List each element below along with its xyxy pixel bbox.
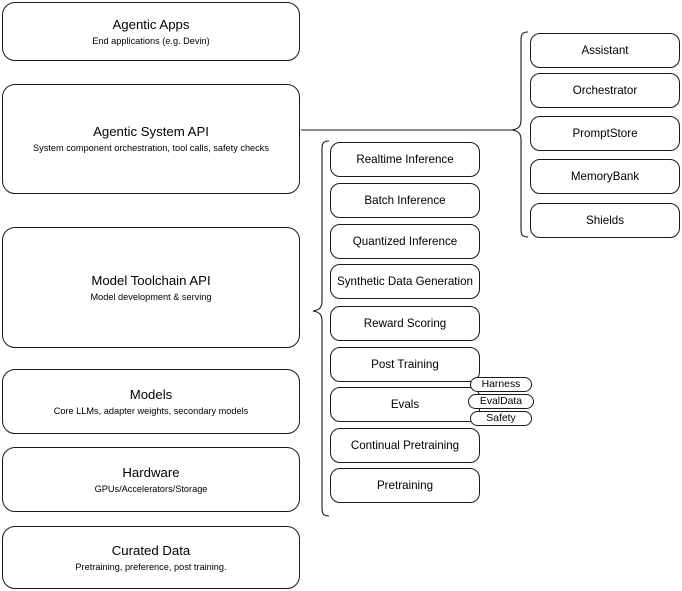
eval-pill-label: Safety [486, 412, 516, 424]
layer-title: Agentic Apps [112, 16, 190, 32]
toolchain-item-label: Continual Pretraining [350, 438, 460, 452]
layer-box-hardware[interactable]: Hardware GPUs/Accelerators/Storage [2, 447, 300, 512]
system-item-memorybank[interactable]: MemoryBank [530, 159, 680, 194]
toolchain-item-quantized-inference[interactable]: Quantized Inference [330, 224, 480, 259]
layer-subtitle: End applications (e.g. Devin) [92, 35, 210, 46]
system-item-promptstore[interactable]: PromptStore [530, 116, 680, 151]
layer-title: Curated Data [111, 542, 191, 558]
toolchain-item-realtime-inference[interactable]: Realtime Inference [330, 142, 480, 177]
toolchain-item-label: Realtime Inference [356, 152, 454, 166]
brace-system-components [511, 31, 529, 238]
toolchain-item-continual-pretraining[interactable]: Continual Pretraining [330, 428, 480, 463]
toolchain-item-post-training[interactable]: Post Training [330, 347, 480, 382]
toolchain-item-label: Synthetic Data Generation [337, 274, 473, 288]
system-item-label: MemoryBank [570, 169, 640, 183]
eval-pill-harness[interactable]: Harness [470, 377, 532, 392]
toolchain-item-synthetic-data-generation[interactable]: Synthetic Data Generation [330, 264, 480, 299]
layer-title: Models [129, 386, 173, 402]
toolchain-item-batch-inference[interactable]: Batch Inference [330, 183, 480, 218]
layer-box-agentic-apps[interactable]: Agentic Apps End applications (e.g. Devi… [2, 2, 300, 61]
eval-pill-label: Harness [481, 378, 521, 390]
layer-subtitle: System component orchestration, tool cal… [33, 143, 269, 153]
toolchain-item-evals[interactable]: Evals [330, 387, 480, 422]
toolchain-item-reward-scoring[interactable]: Reward Scoring [330, 306, 480, 341]
layer-subtitle: Core LLMs, adapter weights, secondary mo… [53, 405, 249, 416]
system-item-assistant[interactable]: Assistant [530, 33, 680, 68]
layer-subtitle: GPUs/Accelerators/Storage [94, 483, 208, 494]
layer-title: Model Toolchain API [91, 272, 211, 288]
toolchain-item-label: Post Training [371, 357, 439, 371]
toolchain-item-label: Reward Scoring [363, 316, 447, 330]
layer-box-models[interactable]: Models Core LLMs, adapter weights, secon… [2, 369, 300, 434]
system-item-label: Shields [585, 213, 625, 227]
toolchain-item-pretraining[interactable]: Pretraining [330, 468, 480, 503]
eval-pill-label: EvalData [479, 395, 523, 407]
toolchain-item-label: Evals [390, 397, 420, 411]
system-item-label: Orchestrator [572, 83, 638, 97]
system-item-shields[interactable]: Shields [530, 203, 680, 238]
eval-pill-evaldata[interactable]: EvalData [468, 394, 534, 409]
system-item-label: PromptStore [572, 126, 638, 140]
toolchain-item-label: Quantized Inference [352, 234, 458, 248]
layer-box-curated-data[interactable]: Curated Data Pretraining, preference, po… [2, 526, 300, 589]
layer-subtitle: Pretraining, preference, post training. [75, 561, 227, 572]
eval-pill-safety[interactable]: Safety [470, 411, 532, 426]
toolchain-item-label: Pretraining [376, 478, 434, 492]
layer-title: Agentic System API [93, 124, 209, 139]
layer-box-agentic-system-api[interactable]: Agentic System API System component orch… [2, 84, 300, 194]
system-item-orchestrator[interactable]: Orchestrator [530, 73, 680, 108]
brace-toolchain-components [312, 140, 330, 517]
layer-box-model-toolchain-api[interactable]: Model Toolchain API Model development & … [2, 227, 300, 348]
system-item-label: Assistant [581, 43, 629, 57]
layer-subtitle: Model development & serving [90, 291, 212, 302]
toolchain-item-label: Batch Inference [364, 193, 446, 207]
layer-title: Hardware [122, 464, 180, 480]
